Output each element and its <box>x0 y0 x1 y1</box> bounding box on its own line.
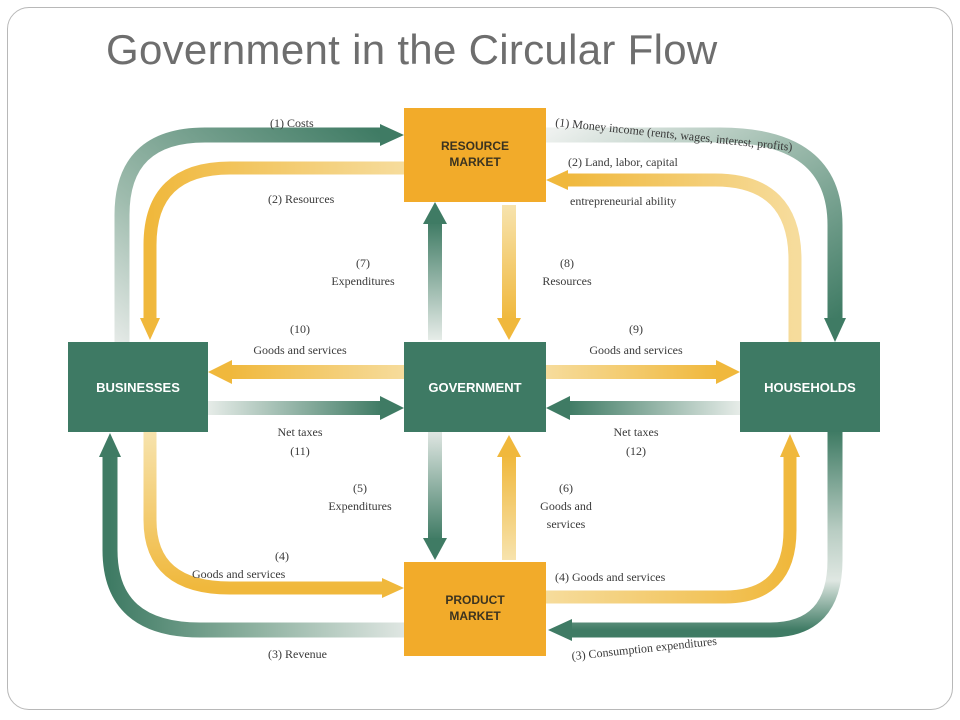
arrow-net-taxes-11-head <box>380 396 404 420</box>
arrow-resources <box>143 161 404 320</box>
arrow-gov-expenditures-5 <box>428 432 442 540</box>
arrow-gov-goods-10 <box>230 365 404 379</box>
label-entrepreneurial: entrepreneurial ability <box>570 194 676 208</box>
arrow-land-labor <box>566 173 802 342</box>
arrow-revenue <box>102 455 404 638</box>
arrow-gov-expenditures-5-head <box>423 538 447 560</box>
arrow-goods-left-head <box>382 578 404 598</box>
label-revenue: (3) Revenue <box>268 647 327 661</box>
label-f6-line1: Goods and <box>540 499 592 513</box>
label-f11: Net taxes <box>278 425 323 439</box>
node-government: GOVERNMENT <box>404 342 546 432</box>
arrow-costs-head <box>380 124 404 146</box>
label-f9: Goods and services <box>589 343 683 357</box>
label-f4-left-num: (4) <box>275 549 289 563</box>
arrow-net-taxes-12 <box>568 401 740 415</box>
label-f4-left: Goods and services <box>192 567 286 581</box>
product-market-label-2: MARKET <box>449 609 501 623</box>
label-resources-2: (2) Resources <box>268 192 335 206</box>
arrow-gov-goods-6-head <box>497 435 521 457</box>
arrow-gov-goods-9 <box>546 365 718 379</box>
arrow-net-taxes-11 <box>208 401 382 415</box>
label-f5: Expenditures <box>328 499 392 513</box>
arrow-gov-goods-9-head <box>716 360 740 384</box>
node-resource-market: RESOURCE MARKET <box>404 108 546 202</box>
product-market-label-1: PRODUCT <box>445 593 505 607</box>
node-product-market: PRODUCT MARKET <box>404 562 546 656</box>
arrow-money-income-head <box>824 318 846 342</box>
label-f8-num: (8) <box>560 256 574 270</box>
arrow-land-labor-head <box>546 170 568 190</box>
arrow-gov-goods-6 <box>502 455 516 560</box>
arrow-gov-resources-8 <box>502 205 516 320</box>
arrow-goods-left <box>143 432 384 595</box>
label-f10: Goods and services <box>253 343 347 357</box>
label-f6-num: (6) <box>559 481 573 495</box>
government-label: GOVERNMENT <box>428 380 521 395</box>
arrow-goods-right <box>546 455 797 604</box>
arrow-gov-expenditures-7 <box>428 222 442 340</box>
resource-market-label-2: MARKET <box>449 155 501 169</box>
arrow-gov-goods-10-head <box>208 360 232 384</box>
label-f6-line2: services <box>547 517 586 531</box>
label-f8: Resources <box>542 274 592 288</box>
label-consumption: (3) Consumption expenditures <box>571 634 718 663</box>
label-costs: (1) Costs <box>270 116 314 130</box>
arrow-net-taxes-12-head <box>546 396 570 420</box>
arrow-goods-right-head <box>780 434 800 457</box>
arrow-costs <box>114 127 382 345</box>
node-businesses: BUSINESSES <box>68 342 208 432</box>
arrow-gov-resources-8-head <box>497 318 521 340</box>
label-f5-num: (5) <box>353 481 367 495</box>
businesses-label: BUSINESSES <box>96 380 180 395</box>
arrow-consumption <box>570 432 843 638</box>
arrow-resources-head <box>140 318 160 340</box>
label-f12-num: (12) <box>626 444 646 458</box>
label-land-labor-capital: (2) Land, labor, capital <box>568 155 678 169</box>
arrow-revenue-head <box>99 433 121 457</box>
label-f7-num: (7) <box>356 256 370 270</box>
slide-title: Government in the Circular Flow <box>106 26 718 73</box>
arrow-gov-expenditures-7-head <box>423 202 447 224</box>
label-f10-num: (10) <box>290 322 310 336</box>
label-f4-right: (4) Goods and services <box>555 570 666 584</box>
arrow-money-income <box>546 127 843 320</box>
label-f7: Expenditures <box>331 274 395 288</box>
label-f11-num: (11) <box>290 444 310 458</box>
resource-market-label-1: RESOURCE <box>441 139 509 153</box>
label-f12: Net taxes <box>614 425 659 439</box>
label-f9-num: (9) <box>629 322 643 336</box>
households-label: HOUSEHOLDS <box>764 380 856 395</box>
node-households: HOUSEHOLDS <box>740 342 880 432</box>
arrow-consumption-head <box>548 619 572 641</box>
